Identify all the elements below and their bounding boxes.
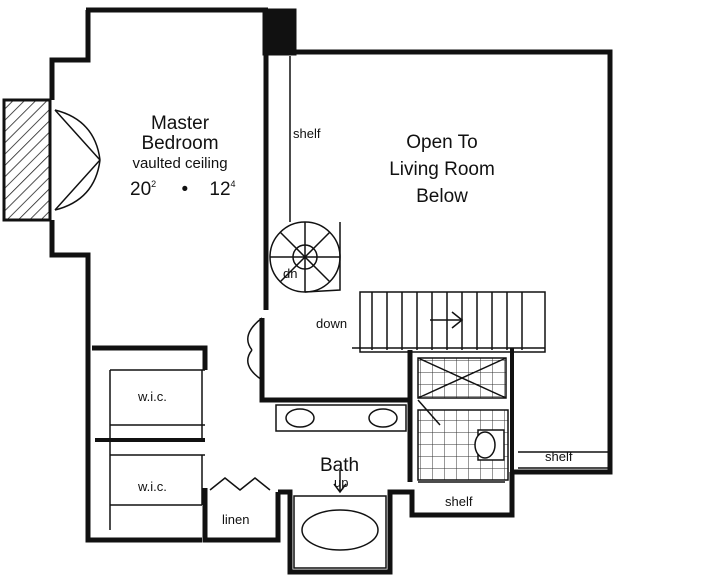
shelf-label-top: shelf: [293, 126, 321, 141]
dim-depth: 12: [209, 179, 231, 200]
main-stair: [359, 291, 546, 353]
walls: [49, 7, 613, 575]
dn-label: dn: [283, 266, 298, 281]
shelf-label-right: shelf: [545, 449, 573, 464]
master-bedroom-title-line2: Bedroom: [141, 133, 219, 154]
linen-label: linen: [222, 512, 250, 527]
vanity: [275, 404, 407, 432]
wic-upper-label: w.i.c.: [138, 389, 167, 404]
open-to-line1: Open To: [406, 132, 478, 153]
shelf-label-bottom: shelf: [445, 494, 473, 509]
open-to-line3: Below: [416, 186, 468, 207]
balcony: [2, 98, 52, 222]
dim-separator: •: [181, 179, 189, 200]
master-bedroom-dimensions: 202 • 124: [130, 179, 236, 200]
master-outer-wall: [49, 10, 91, 100]
bathtub: [293, 495, 387, 569]
down-label: down: [316, 316, 348, 331]
dim-width-sup: 2: [151, 179, 157, 189]
fixtures: [54, 56, 608, 569]
bath-label: Bath: [320, 455, 360, 476]
master-left-wall: [49, 220, 91, 345]
wic-lower-label: w.i.c.: [138, 479, 167, 494]
master-bedroom-subtitle: vaulted ceiling: [132, 155, 228, 172]
column-block: [262, 8, 297, 56]
open-to-line2: Living Room: [389, 159, 495, 180]
bath-up-label: up: [334, 475, 349, 490]
dim-width: 20: [130, 179, 152, 200]
dim-depth-sup: 4: [230, 179, 236, 189]
master-bedroom-title-line1: Master: [150, 113, 210, 134]
open-area-outer-wall: [292, 49, 613, 445]
